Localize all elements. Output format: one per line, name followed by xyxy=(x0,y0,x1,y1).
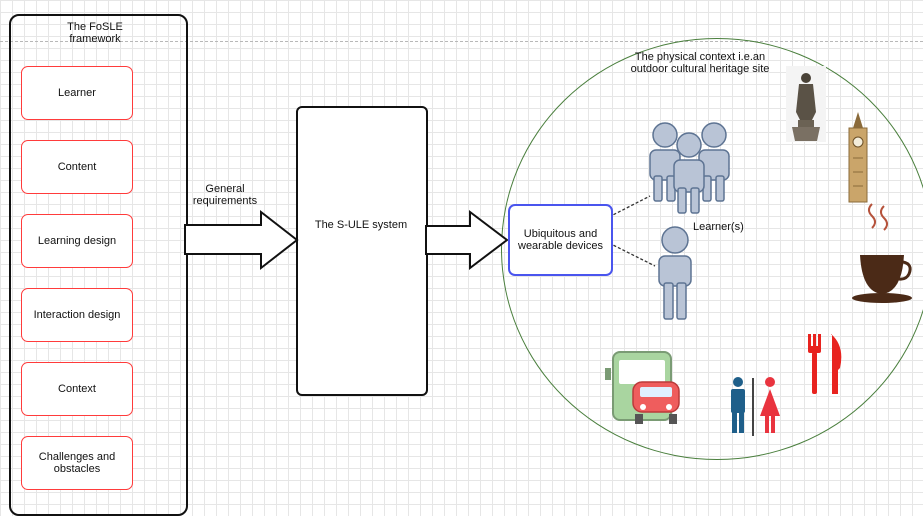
framework-item-learner: Learner xyxy=(21,66,133,120)
device-learner-connector-2 xyxy=(608,242,656,267)
framework-item-interaction-design: Interaction design xyxy=(21,288,133,342)
framework-item-challenges: Challenges and obstacles xyxy=(21,436,133,490)
physical-context-label: The physical context i.e.an outdoor cult… xyxy=(630,51,770,75)
bus-car-icon xyxy=(605,351,680,424)
clock-tower-icon xyxy=(848,112,868,203)
fosle-framework-title: The FoSLE framework xyxy=(67,21,123,45)
system-to-devices-arrow xyxy=(425,209,509,271)
restaurant-icon xyxy=(808,334,842,394)
learners-label: Learner(s) xyxy=(693,221,744,233)
learner-group-icon xyxy=(649,122,730,214)
general-requirements-label: General requirements xyxy=(192,183,258,207)
fosle-framework-box xyxy=(9,14,188,516)
framework-item-content: Content xyxy=(21,140,133,194)
device-learner-connector-1 xyxy=(608,195,651,218)
learner-icon xyxy=(658,226,692,320)
statue-icon xyxy=(786,66,826,142)
framework-item-context: Context xyxy=(21,362,133,416)
coffee-cup-icon xyxy=(852,203,912,303)
s-ule-system-label: The S-ULE system xyxy=(314,219,408,231)
requirements-arrow xyxy=(184,209,299,271)
framework-item-learning-design: Learning design xyxy=(21,214,133,268)
ubiquitous-devices-box: Ubiquitous and wearable devices xyxy=(508,204,613,276)
page-guide-line xyxy=(0,41,923,42)
restroom-icon xyxy=(731,377,780,436)
physical-context-circle xyxy=(501,38,923,460)
